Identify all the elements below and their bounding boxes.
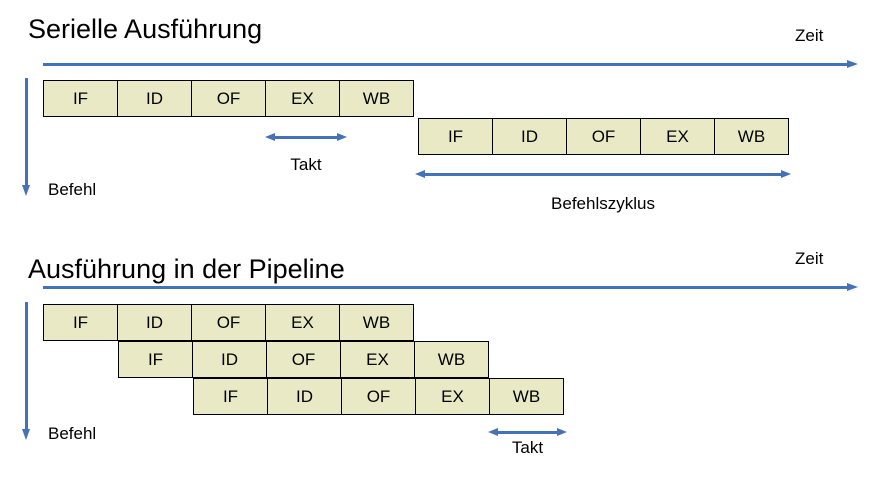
stage-cell: EX	[265, 80, 340, 117]
stage-cell: WB	[714, 118, 789, 155]
stage-cell: WB	[339, 304, 414, 341]
stage-cell: ID	[117, 80, 192, 117]
pipeline-section-title: Ausführung in der Pipeline	[28, 254, 345, 284]
measure-arrowhead-right-icon	[337, 133, 347, 141]
serial-befehlszyklus-measure-arrow	[415, 170, 791, 179]
stage-cell: EX	[340, 341, 415, 378]
time-axis-line	[43, 286, 850, 289]
pipeline-instruction-row-3: IF ID OF EX WB	[193, 378, 564, 415]
measure-line	[423, 173, 783, 176]
pipeline-takt-measure-arrow	[488, 428, 567, 437]
stage-cell: ID	[267, 378, 342, 415]
stage-cell: EX	[640, 118, 715, 155]
stage-cell: ID	[117, 304, 192, 341]
instruction-axis-arrowhead-icon	[22, 429, 30, 440]
serial-takt-measure-arrow	[265, 133, 347, 142]
stage-cell: EX	[265, 304, 340, 341]
time-axis-line	[43, 63, 850, 66]
serial-instruction-axis	[22, 78, 31, 196]
stage-cell: OF	[266, 341, 341, 378]
serial-section-title: Serielle Ausführung	[28, 14, 263, 44]
measure-arrowhead-left-icon	[265, 133, 275, 141]
pipeline-execution-section: Ausführung in der Pipeline Zeit Befehl I…	[0, 240, 887, 483]
measure-line	[273, 136, 339, 139]
serial-time-axis	[43, 60, 858, 68]
pipeline-instruction-row-2: IF ID OF EX WB	[118, 341, 489, 378]
measure-arrowhead-right-icon	[781, 170, 791, 178]
stage-cell: ID	[492, 118, 567, 155]
serial-takt-label: Takt	[290, 155, 322, 174]
stage-cell: OF	[566, 118, 641, 155]
serial-time-axis-label: Zeit	[795, 26, 824, 45]
instruction-axis-line	[25, 78, 28, 185]
stage-cell: EX	[415, 378, 490, 415]
pipeline-takt-label: Takt	[511, 438, 544, 457]
pipeline-instruction-axis	[22, 302, 31, 440]
instruction-axis-arrowhead-icon	[22, 185, 30, 196]
serial-instruction-row-1: IF ID OF EX WB	[43, 80, 414, 117]
pipeline-time-axis-label: Zeit	[795, 249, 824, 268]
pipeline-instruction-row-1: IF ID OF EX WB	[43, 304, 414, 341]
measure-arrowhead-right-icon	[557, 428, 567, 436]
stage-cell: IF	[43, 304, 118, 341]
measure-arrowhead-left-icon	[415, 170, 425, 178]
stage-cell: ID	[192, 341, 267, 378]
pipeline-instruction-axis-label: Befehl	[48, 424, 97, 443]
serial-execution-section: Serielle Ausführung Zeit Befehl IF ID OF…	[0, 0, 887, 240]
stage-cell: IF	[43, 80, 118, 117]
serial-befehlszyklus-label: Befehlszyklus	[551, 194, 655, 213]
stage-cell: WB	[414, 341, 489, 378]
stage-cell: IF	[193, 378, 268, 415]
stage-cell: WB	[489, 378, 564, 415]
time-axis-arrowhead-icon	[847, 60, 858, 68]
stage-cell: IF	[418, 118, 493, 155]
serial-instruction-axis-label: Befehl	[48, 180, 97, 199]
stage-cell: WB	[339, 80, 414, 117]
instruction-axis-line	[25, 302, 28, 429]
measure-line	[496, 431, 559, 434]
stage-cell: OF	[341, 378, 416, 415]
measure-arrowhead-left-icon	[488, 428, 498, 436]
pipeline-time-axis	[43, 283, 858, 291]
stage-cell: OF	[191, 304, 266, 341]
stage-cell: OF	[191, 80, 266, 117]
serial-instruction-row-2: IF ID OF EX WB	[418, 118, 789, 155]
time-axis-arrowhead-icon	[847, 283, 858, 291]
stage-cell: IF	[118, 341, 193, 378]
